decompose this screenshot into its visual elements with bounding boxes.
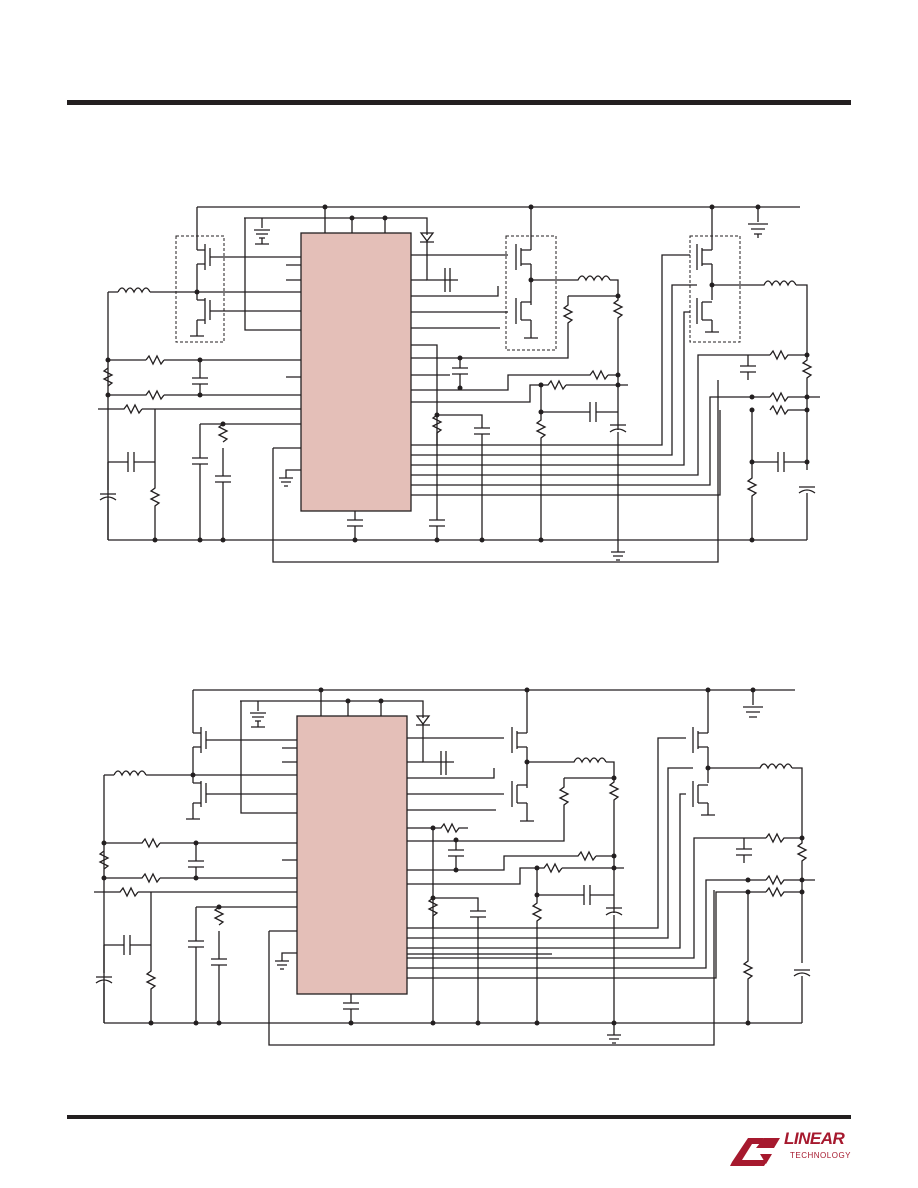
controller-ic-2 (296, 715, 408, 995)
controller-ic (300, 232, 412, 512)
schematic-1 (98, 204, 820, 563)
logo-word-technology: TECHNOLOGY (790, 1151, 852, 1160)
linear-technology-logo (730, 1138, 780, 1166)
header-rule (67, 100, 851, 105)
logo-word-linear: LINEAR (784, 1129, 845, 1148)
left-mosfet-box (175, 235, 225, 343)
footer-rule (67, 1115, 851, 1119)
right-mosfet-box (689, 235, 741, 343)
